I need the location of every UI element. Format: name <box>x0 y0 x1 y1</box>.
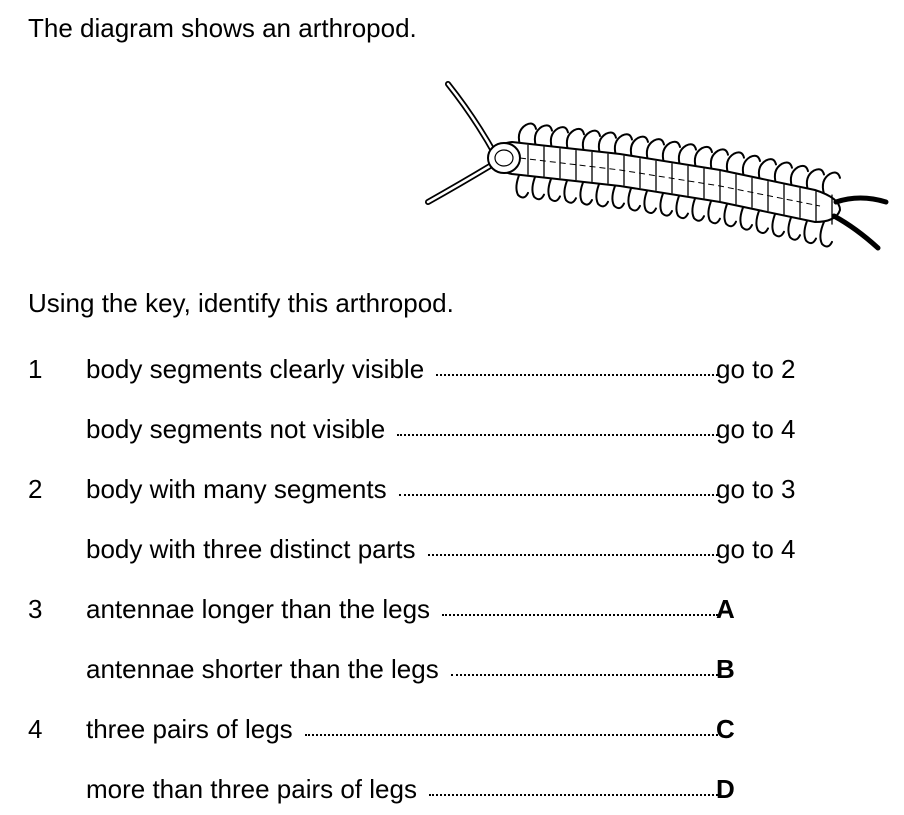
leg-lower <box>515 171 529 199</box>
tail-appendage-upper <box>833 195 889 205</box>
key-result: go to 4 <box>716 414 796 444</box>
leg-upper <box>517 122 537 146</box>
leg-lower <box>707 197 721 225</box>
key-leader-dots <box>304 728 718 736</box>
leg-upper <box>629 135 649 159</box>
leg-upper <box>805 168 825 192</box>
leg-upper <box>773 161 793 185</box>
key-number: 2 <box>28 474 43 504</box>
key-result: D <box>716 774 735 804</box>
key-result: B <box>716 654 735 684</box>
key-row: more than three pairs of legs D <box>28 772 888 806</box>
leg-lower <box>531 173 545 201</box>
key-number: 1 <box>28 354 43 384</box>
leg-lower <box>627 184 641 212</box>
key-leader-dots <box>442 608 718 616</box>
key-description: antennae shorter than the legs <box>86 654 439 684</box>
key-result: C <box>716 714 735 744</box>
leg-lower <box>771 210 785 238</box>
key-leader-dots <box>398 488 718 496</box>
leg-upper <box>789 164 809 189</box>
leg-upper <box>821 171 841 195</box>
arthropod-diagram <box>425 81 889 251</box>
leg-lower <box>675 192 689 220</box>
key-number: 3 <box>28 594 43 624</box>
head-detail <box>494 149 514 167</box>
leg-upper <box>549 126 569 150</box>
leg-lower <box>723 200 737 228</box>
leg-lower <box>643 187 657 215</box>
leg-lower <box>803 217 817 245</box>
key-leader-dots <box>436 368 718 376</box>
leg-upper <box>757 158 777 182</box>
leg-upper <box>693 145 713 170</box>
leg-lower <box>611 182 625 210</box>
key-description: three pairs of legs <box>86 714 293 744</box>
leg-lower <box>787 214 801 241</box>
key-description: body with many segments <box>86 474 387 504</box>
leg-upper <box>597 131 617 155</box>
key-number: 4 <box>28 714 43 744</box>
key-result: go to 2 <box>716 354 796 384</box>
leg-upper <box>581 129 601 153</box>
leg-upper <box>741 154 761 179</box>
leg-lower <box>659 190 673 217</box>
leg-lower <box>755 207 769 234</box>
body-midline <box>519 157 821 207</box>
instruction-text: Using the key, identify this arthropod. <box>28 288 454 318</box>
key-result: go to 4 <box>716 534 796 564</box>
key-description: body with three distinct parts <box>86 534 416 564</box>
leg-lower <box>691 195 705 222</box>
leg-upper <box>677 143 697 167</box>
leg-lower <box>579 179 593 206</box>
key-row: body with three distinct parts go to 4 <box>28 532 888 566</box>
leg-lower <box>547 175 561 202</box>
key-row: antennae shorter than the legs B <box>28 652 888 686</box>
leg-upper <box>613 133 633 157</box>
leg-upper <box>725 151 745 175</box>
key-description: more than three pairs of legs <box>86 774 417 804</box>
antenna-lower-inner <box>426 164 492 204</box>
key-leader-dots <box>450 668 718 676</box>
key-result: A <box>716 594 735 624</box>
leg-lower <box>819 220 833 248</box>
leg-upper <box>565 127 585 152</box>
arthropod-head <box>487 142 521 174</box>
leg-lower <box>595 180 609 208</box>
intro-text: The diagram shows an arthropod. <box>28 13 417 43</box>
key-description: antennae longer than the legs <box>86 594 431 624</box>
key-leader-dots <box>397 428 718 436</box>
key-row: 3 antennae longer than the legs A <box>28 592 888 626</box>
key-description: body segments not visible <box>86 414 386 444</box>
key-result: go to 3 <box>716 474 796 504</box>
leg-lower <box>739 204 753 231</box>
key-row: 4 three pairs of legs C <box>28 712 888 746</box>
leg-lower <box>563 177 577 204</box>
tail-appendage-lower <box>831 213 881 251</box>
leg-upper <box>709 148 729 172</box>
key-row: 1 body segments clearly visible go to 2 <box>28 352 888 386</box>
leg-upper <box>661 140 681 165</box>
key-leader-dots <box>428 788 718 796</box>
leg-upper <box>645 138 665 162</box>
key-leader-dots <box>427 548 718 556</box>
key-row: 2 body with many segments go to 3 <box>28 472 888 506</box>
key-row: body segments not visible go to 4 <box>28 412 888 446</box>
leg-upper <box>533 124 553 148</box>
key-description: body segments clearly visible <box>86 354 425 384</box>
